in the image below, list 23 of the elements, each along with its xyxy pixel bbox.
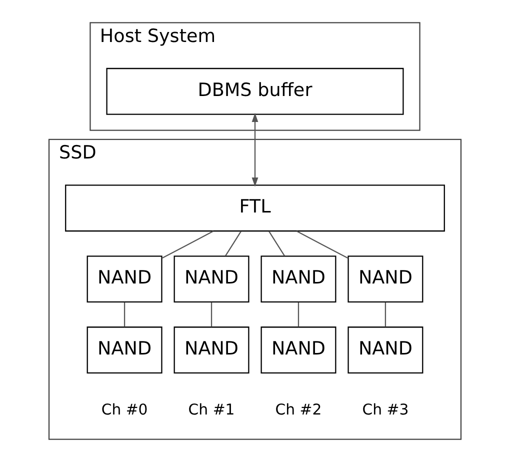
connector [296, 230, 348, 258]
connector [224, 230, 241, 256]
connector [268, 230, 284, 256]
connector [297, 302, 299, 326]
connector [384, 302, 386, 326]
connector [123, 302, 125, 326]
node-box: NAND [173, 326, 249, 373]
connector [161, 230, 214, 258]
node-box: NAND [347, 255, 423, 302]
node-box: DBMS buffer [106, 67, 404, 114]
node-label: Ch #1 [188, 400, 234, 418]
arrow [251, 112, 258, 186]
node-box: NAND [86, 255, 162, 302]
node-label: Ch #2 [274, 400, 322, 418]
node-label: Ch #3 [362, 400, 408, 418]
node-box: NAND [260, 326, 336, 373]
connector [210, 302, 212, 326]
node-box: NAND [173, 255, 249, 302]
node-label: Ch #0 [100, 400, 148, 418]
node-box: FTL [64, 184, 444, 232]
node-box: NAND [86, 326, 162, 373]
node-box: NAND [260, 255, 336, 302]
node-box: NAND [347, 326, 423, 373]
